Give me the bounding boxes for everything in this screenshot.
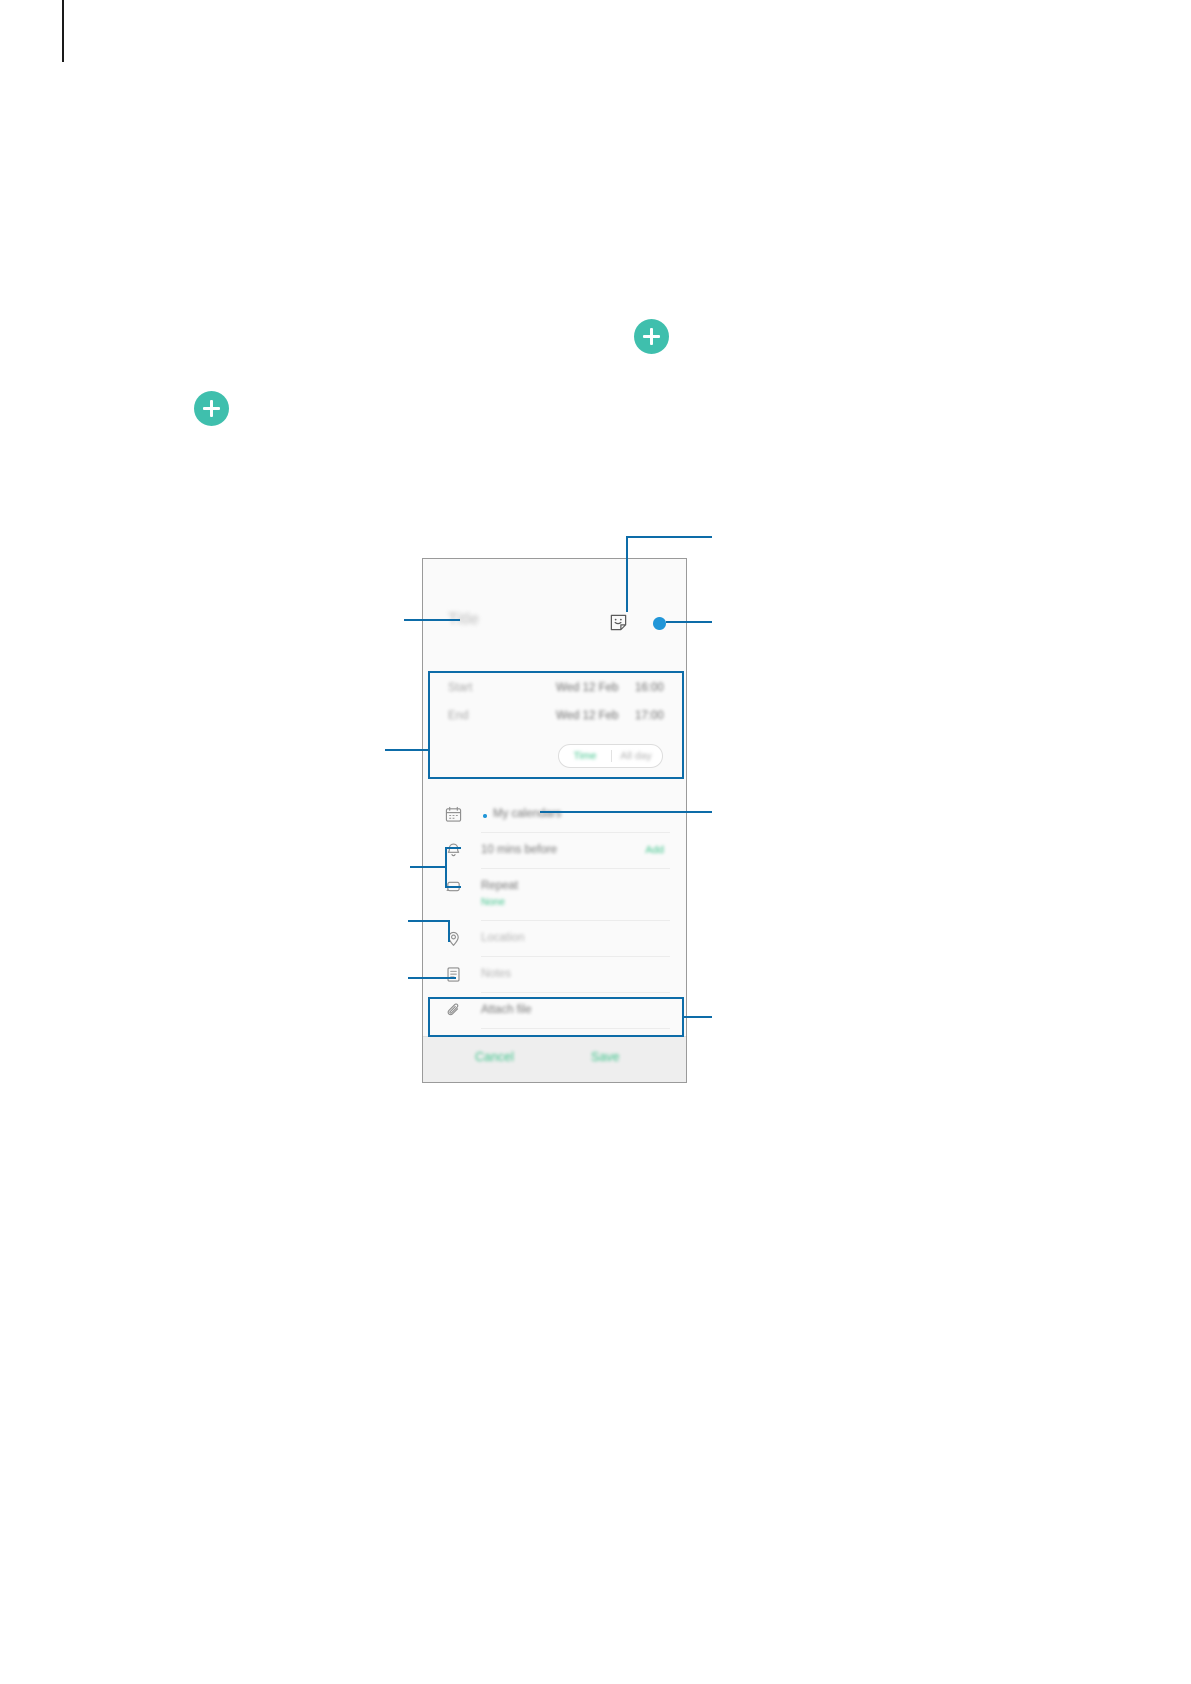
- callout-reminder-repeat-bracket: [445, 847, 461, 888]
- row-notes[interactable]: Notes: [423, 957, 686, 993]
- location-input[interactable]: Location: [481, 932, 525, 944]
- save-button[interactable]: Save: [591, 1050, 620, 1064]
- callout-notes-line: [408, 977, 456, 979]
- start-datetime-row[interactable]: Start Wed 12 Feb 16:00: [423, 680, 686, 706]
- start-time-value[interactable]: 16:00: [635, 682, 664, 694]
- start-date-value[interactable]: Wed 12 Feb: [556, 682, 619, 694]
- end-time-value[interactable]: 17:00: [635, 710, 664, 722]
- calendar-color-bullet: [483, 814, 487, 818]
- callout-title-line: [404, 619, 460, 621]
- sticker-icon[interactable]: [609, 613, 628, 632]
- start-label: Start: [448, 682, 473, 694]
- callout-datetime-leader: [385, 749, 430, 751]
- callout-attach-leader: [682, 1016, 712, 1018]
- toggle-option-allday[interactable]: All day: [620, 750, 652, 762]
- add-event-fab-icon-2: [194, 391, 229, 426]
- callout-calendar-line: [540, 811, 712, 813]
- title-row: Title: [423, 599, 686, 659]
- notes-input[interactable]: Notes: [481, 968, 512, 980]
- row-divider: [481, 868, 670, 869]
- calendar-icon: [445, 806, 462, 823]
- row-calendar[interactable]: My calendars: [423, 797, 686, 833]
- row-divider: [481, 992, 670, 993]
- plus-vertical-bar: [210, 400, 213, 417]
- event-editor-screen: Title Start Wed 12 Feb 16:00 End Wed 12 …: [422, 558, 687, 1083]
- paperclip-icon: [445, 1002, 462, 1019]
- card-footer: Cancel Save: [423, 1036, 686, 1082]
- event-color-dot[interactable]: [653, 617, 666, 630]
- row-calendar-label: My calendars: [493, 808, 562, 820]
- add-event-fab-icon: [634, 319, 669, 354]
- title-input[interactable]: Title: [448, 611, 480, 628]
- callout-sticker-vline: [626, 537, 628, 612]
- row-reminder-label: 10 mins before: [481, 844, 558, 856]
- row-attach-file[interactable]: Attach file: [423, 993, 686, 1029]
- row-repeat-label: Repeat: [481, 880, 519, 892]
- callout-reminder-repeat-leader: [410, 866, 447, 868]
- repeat-icon: [445, 878, 462, 895]
- toggle-divider: [611, 750, 612, 762]
- row-divider: [481, 832, 670, 833]
- callout-colordot-line: [666, 621, 712, 623]
- row-reminder-add-button[interactable]: Add: [645, 844, 664, 856]
- callout-datetime-box: [428, 671, 684, 779]
- row-location[interactable]: Location: [423, 921, 686, 957]
- row-repeat-value: None: [481, 897, 505, 908]
- row-reminder[interactable]: 10 mins before Add: [423, 833, 686, 869]
- row-attach-label: Attach file: [481, 1004, 532, 1016]
- datetime-block: Start Wed 12 Feb 16:00 End Wed 12 Feb 17…: [423, 674, 686, 779]
- callout-sticker-hline: [626, 536, 712, 538]
- page-edge-mark: [62, 0, 64, 62]
- row-divider: [481, 1028, 670, 1029]
- time-allday-toggle[interactable]: Time All day: [558, 744, 663, 768]
- detail-list: My calendars 10 mins before Add Repeat: [423, 797, 686, 1029]
- end-date-value[interactable]: Wed 12 Feb: [556, 710, 619, 722]
- row-repeat[interactable]: Repeat None: [423, 869, 686, 921]
- callout-location-hline: [408, 920, 450, 922]
- callout-location-vline: [448, 920, 450, 942]
- bell-icon: [445, 842, 462, 859]
- end-label: End: [448, 710, 469, 722]
- location-pin-icon: [445, 930, 462, 947]
- plus-vertical-bar: [650, 328, 653, 345]
- end-datetime-row[interactable]: End Wed 12 Feb 17:00: [423, 708, 686, 734]
- row-divider: [481, 920, 670, 921]
- notes-icon: [445, 966, 462, 983]
- cancel-button[interactable]: Cancel: [475, 1050, 514, 1064]
- row-divider: [481, 956, 670, 957]
- callout-attach-box: [428, 997, 684, 1037]
- toggle-option-time[interactable]: Time: [573, 750, 597, 762]
